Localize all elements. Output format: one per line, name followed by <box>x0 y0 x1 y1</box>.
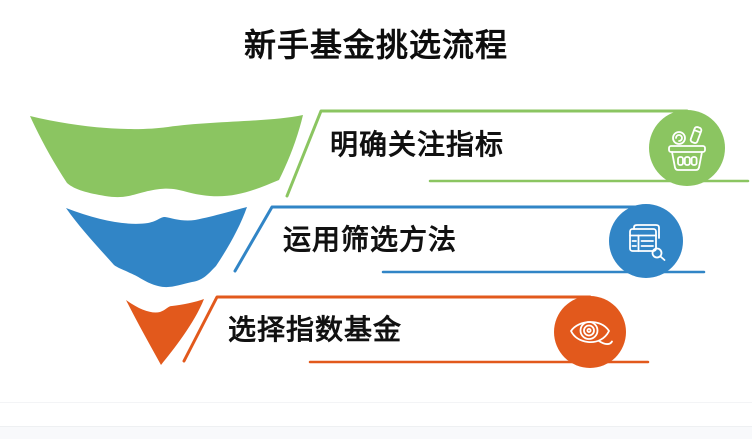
funnel-segment-1 <box>30 115 303 198</box>
spreadsheet-search-icon <box>629 224 666 261</box>
page-title: 新手基金挑选流程 <box>243 27 508 63</box>
step-group-2 <box>66 204 706 288</box>
step-label-2: 运用筛选方法 <box>283 224 458 255</box>
step-label-3: 选择指数基金 <box>228 314 403 345</box>
step-icon-circle-1 <box>649 110 725 186</box>
step-group-1 <box>30 109 750 198</box>
divider-line <box>0 402 752 403</box>
eye-icon <box>570 321 613 345</box>
step-label-1: 明确关注指标 <box>330 129 505 160</box>
step-panel-outline-3 <box>182 295 592 363</box>
footer-band <box>0 426 752 439</box>
step-group-3 <box>126 295 650 368</box>
funnel-segment-2 <box>66 207 247 288</box>
funnel-segment-3 <box>126 299 204 365</box>
step-panel-outline-1 <box>285 109 689 198</box>
basket-icon <box>668 126 706 171</box>
step-panel-outline-2 <box>233 205 648 273</box>
